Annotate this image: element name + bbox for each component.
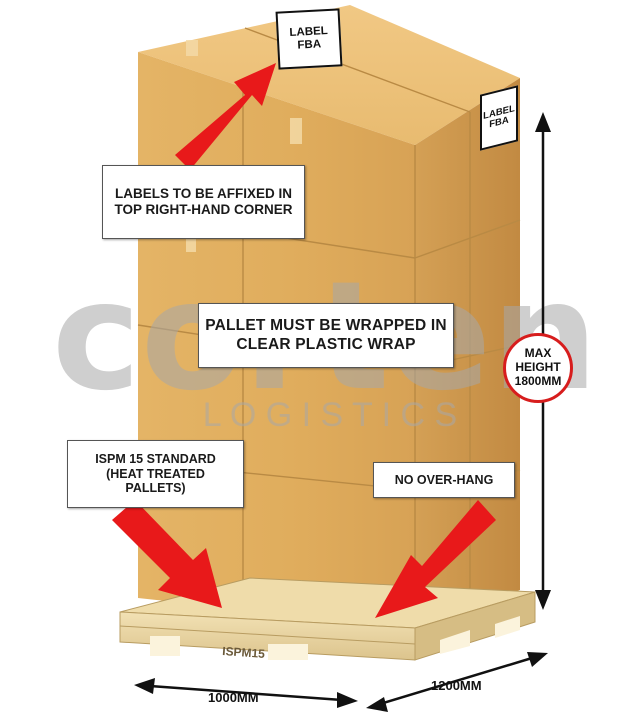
side-fba-label-line2: FBA — [489, 114, 509, 131]
top-fba-label-line2: FBA — [297, 38, 322, 52]
callout-labels-line2: TOP RIGHT-HAND CORNER — [114, 202, 293, 217]
width-dimension-label: 1000MM — [208, 690, 259, 705]
max-height-line1: MAX — [524, 346, 552, 361]
max-height-line2: HEIGHT — [515, 360, 561, 375]
watermark-tagline: L O G I S T I C S — [203, 396, 457, 434]
pallet — [119, 577, 536, 661]
top-fba-label-line1: LABEL — [289, 25, 329, 40]
side-fba-label: LABEL FBA — [480, 85, 518, 151]
callout-ispm-line1: ISPM 15 STANDARD — [95, 451, 216, 466]
stack-top-face — [138, 5, 520, 145]
pallet-stamp: ISPM15 — [222, 644, 266, 661]
callout-overhang-line1: NO OVER-HANG — [394, 472, 494, 487]
top-fba-label: LABEL FBA — [275, 8, 343, 70]
depth-dimension-label: 1200MM — [431, 678, 482, 693]
arrow-to-pallet-right — [375, 500, 496, 618]
callout-plastic-wrap: PALLET MUST BE WRAPPED IN CLEAR PLASTIC … — [198, 303, 454, 368]
callout-no-overhang: NO OVER-HANG — [373, 462, 515, 498]
arrow-to-pallet-left — [112, 500, 222, 608]
callout-labels-position: LABELS TO BE AFFIXED IN TOP RIGHT-HAND C… — [102, 165, 305, 239]
callout-wrap-line2: CLEAR PLASTIC WRAP — [236, 335, 416, 353]
callout-wrap-line1: PALLET MUST BE WRAPPED IN — [205, 317, 447, 335]
watermark: corten L O G I S T I C S — [52, 250, 598, 434]
callout-ispm-line3: PALLETS) — [125, 481, 186, 496]
callout-labels-line1: LABELS TO BE AFFIXED IN — [114, 186, 292, 202]
arrow-to-top-label — [175, 63, 276, 170]
callout-ispm15: ISPM 15 STANDARD (HEAT TREATED PALLETS) — [67, 440, 244, 508]
red-arrows — [112, 63, 496, 618]
max-height-badge: MAX HEIGHT 1800MM — [503, 333, 573, 403]
callout-ispm-line2: (HEAT TREATED — [106, 466, 205, 481]
max-height-line3: 1800MM — [514, 373, 562, 388]
